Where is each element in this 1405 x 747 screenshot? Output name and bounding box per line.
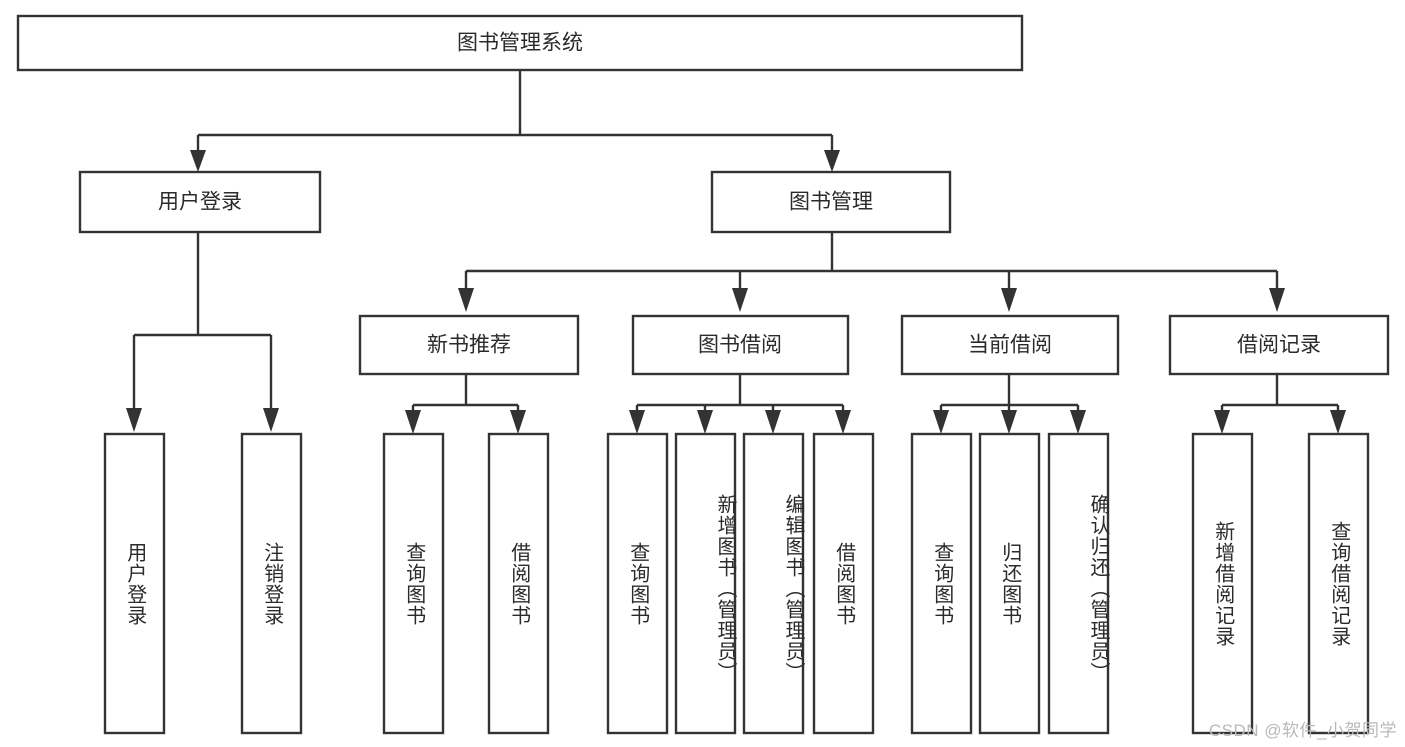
arrow-head-bookmgmt	[824, 150, 840, 172]
arrow-head-leaf-borrow-book-1	[510, 410, 526, 434]
arrow-head-leaf-query-book-1	[405, 410, 421, 434]
arrow-head-leaf-query-book-2	[629, 410, 645, 434]
node-book-management-box[interactable]	[710, 170, 952, 234]
node-borrow-record-label: 借阅记录	[1237, 334, 1321, 357]
node-borrow-record-box[interactable]	[1168, 314, 1390, 376]
arrow-head-leaf-borrow-book-2	[835, 410, 851, 434]
node-current-borrow-label: 当前借阅	[968, 334, 1052, 357]
leaf-return-book-box[interactable]	[978, 432, 1041, 735]
leaf-edit-book-box[interactable]	[742, 432, 805, 735]
arrow-head-leaf-logout	[263, 408, 279, 432]
leaf-query-book-3-box[interactable]	[910, 432, 973, 735]
node-book-management[interactable]: 图书管理	[710, 170, 952, 234]
leaf-user-login-box[interactable]	[103, 432, 166, 735]
node-book-borrow[interactable]: 图书借阅	[631, 314, 850, 376]
node-new-book-recommend-label: 新书推荐	[427, 334, 511, 357]
leaf-logout-box[interactable]	[240, 432, 303, 735]
arrow-head-book-borrow	[732, 288, 748, 312]
leaf-borrow-book-1-box[interactable]	[487, 432, 550, 735]
arrow-head-leaf-return-book	[1001, 410, 1017, 434]
arrow-head-leaf-add-record	[1214, 410, 1230, 434]
node-new-book-recommend[interactable]: 新书推荐	[358, 314, 580, 376]
node-root[interactable]: 图书管理系统	[16, 14, 1024, 72]
leaf-borrow-book-2-box[interactable]	[812, 432, 875, 735]
node-user-login-box[interactable]	[78, 170, 322, 234]
leaf-query-book-2-box[interactable]	[606, 432, 669, 735]
node-book-management-label: 图书管理	[789, 191, 873, 214]
arrow-head-new-book-recommend	[458, 288, 474, 312]
node-user-login-label: 用户登录	[158, 191, 242, 214]
arrow-head-borrow-record	[1269, 288, 1285, 312]
arrow-head-leaf-query-record	[1330, 410, 1346, 434]
connector-group	[126, 70, 1346, 434]
node-user-login[interactable]: 用户登录	[78, 170, 322, 234]
arrow-head-leaf-add-book	[697, 410, 713, 434]
leaf-query-record-box[interactable]	[1307, 432, 1370, 735]
arrow-head-current-borrow	[1001, 288, 1017, 312]
node-book-borrow-label: 图书借阅	[698, 334, 782, 357]
arrow-head-leaf-query-book-3	[933, 410, 949, 434]
csdn-watermark: CSDN @软件_小贺同学	[1208, 721, 1397, 740]
node-borrow-record[interactable]: 借阅记录	[1168, 314, 1390, 376]
node-new-book-recommend-box[interactable]	[358, 314, 580, 376]
node-root-box[interactable]	[16, 14, 1024, 72]
arrow-head-userlogin	[190, 150, 206, 172]
leaf-add-record-box[interactable]	[1191, 432, 1254, 735]
arrow-head-leaf-user-login	[126, 408, 142, 432]
arrow-head-leaf-edit-book	[765, 410, 781, 434]
arrow-head-leaf-confirm-return	[1070, 410, 1086, 434]
node-current-borrow[interactable]: 当前借阅	[900, 314, 1120, 376]
node-current-borrow-box[interactable]	[900, 314, 1120, 376]
leaf-confirm-return-box[interactable]	[1047, 432, 1110, 735]
leaf-query-book-1-box[interactable]	[382, 432, 445, 735]
leaf-box-group	[103, 432, 1370, 735]
leaf-add-book-box[interactable]	[674, 432, 737, 735]
node-book-borrow-box[interactable]	[631, 314, 850, 376]
node-root-label: 图书管理系统	[457, 32, 583, 55]
